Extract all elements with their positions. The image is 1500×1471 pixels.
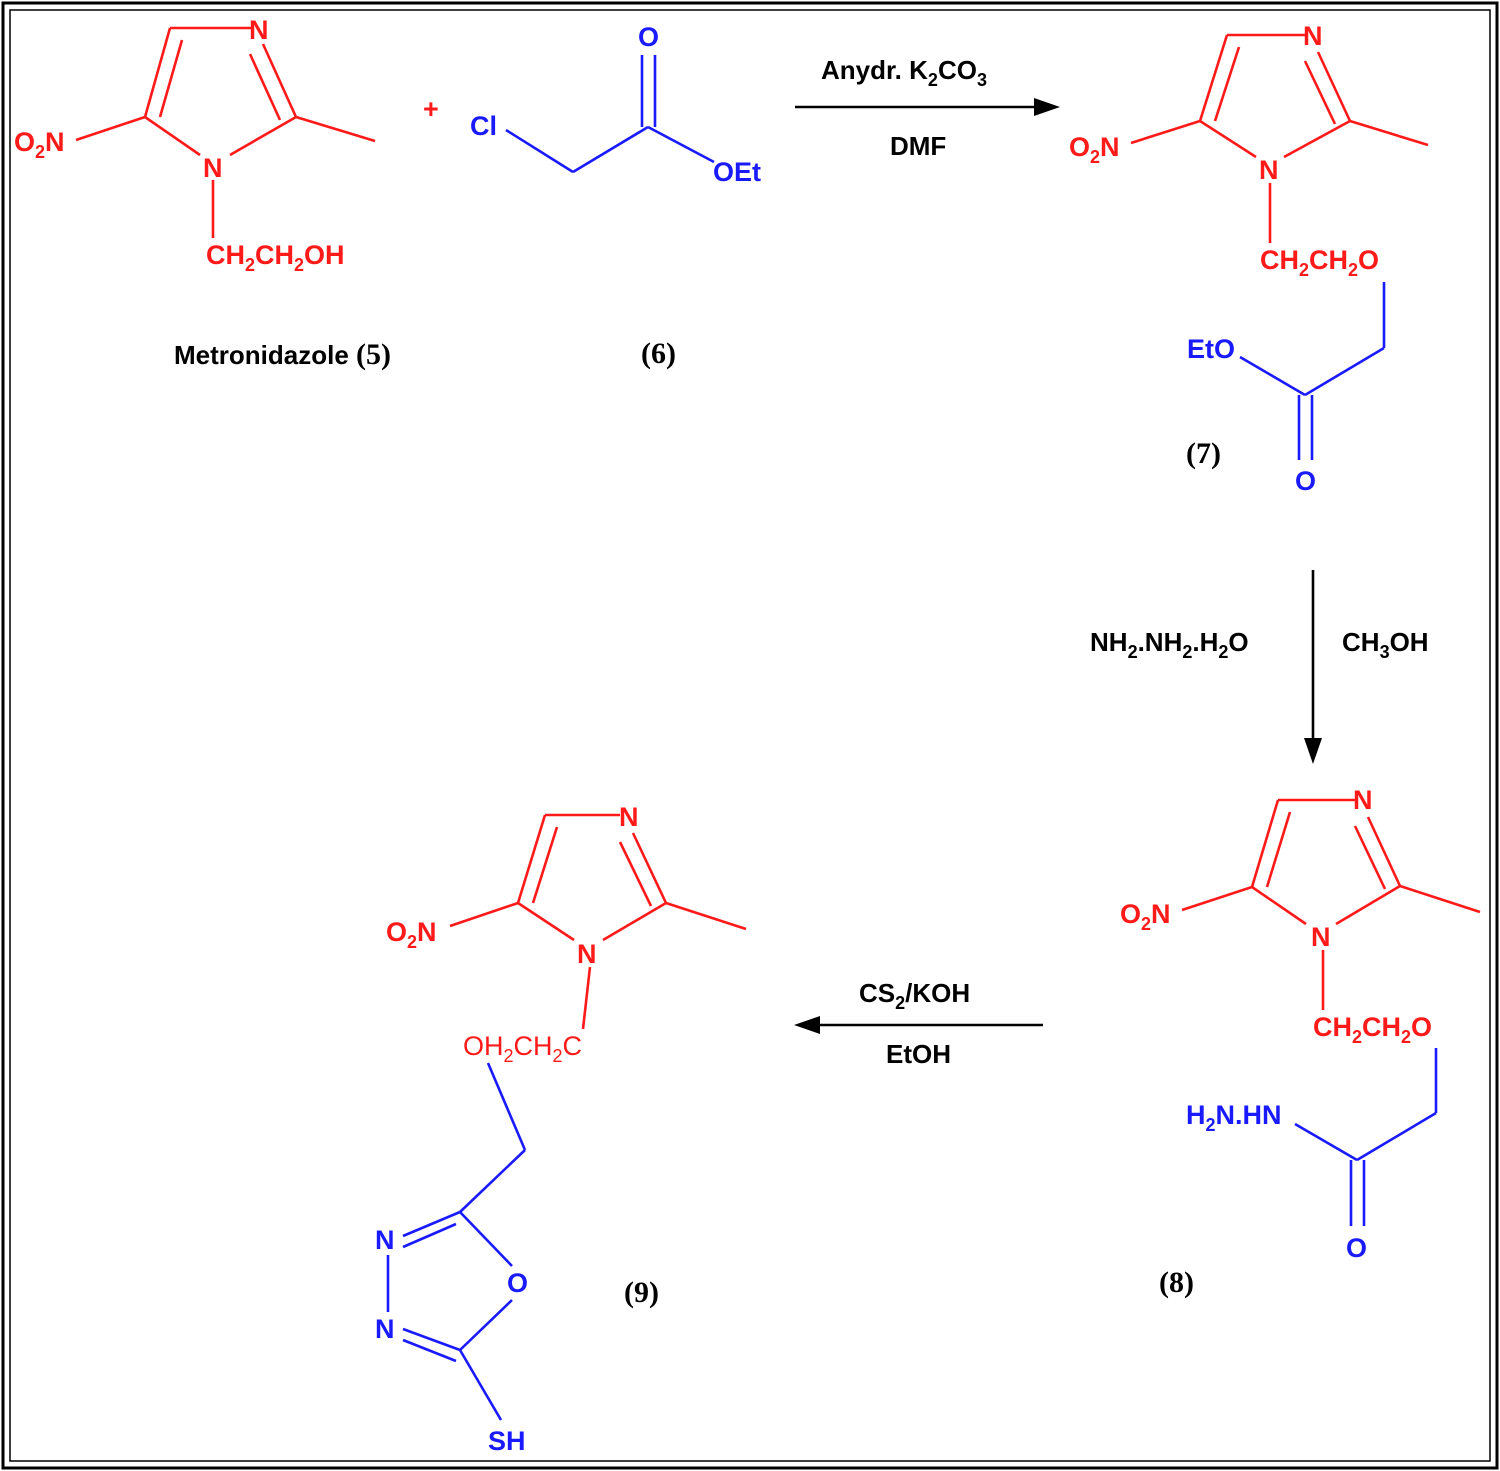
- step1-reagent-above: Anydr. K2CO3: [821, 55, 987, 90]
- c7-ring-n-top: N: [1303, 21, 1323, 51]
- c5-ring-n1: N: [203, 153, 223, 183]
- compound-7-bonds: [1130, 33, 1429, 460]
- c8-number: (8): [1159, 1266, 1194, 1299]
- c7-nitro-group: O2N: [1069, 132, 1120, 167]
- step2-solvent-right: CH3OH: [1342, 627, 1429, 662]
- c9-ring-n-top: N: [619, 802, 639, 832]
- step3-solvent-below: EtOH: [886, 1039, 951, 1069]
- reaction-step-1: Anydr. K2CO3 DMF: [795, 55, 1060, 161]
- compound-7: N N O2N CH2CH2O EtO O (7): [1069, 21, 1429, 496]
- arrowhead-left: [794, 1016, 820, 1034]
- step3-reagent-above: CS2/KOH: [859, 978, 970, 1013]
- arrowhead-right: [1034, 98, 1060, 116]
- compound-6-bonds: [505, 55, 715, 174]
- c5-caption: Metronidazole (5): [174, 338, 391, 371]
- c5-hydroxyethyl-chain: CH2CH2OH: [206, 240, 345, 275]
- compound-8: N N O2N CH2CH2O H2N.HN O (8): [1120, 785, 1481, 1299]
- inner-frame: [9, 9, 1491, 1462]
- step2-reagent-left: NH2.NH2.H2O: [1090, 627, 1249, 662]
- c8-ethoxy-chain: CH2CH2O: [1313, 1012, 1432, 1047]
- c7-ring-n1: N: [1259, 155, 1279, 185]
- arrowhead-down: [1304, 738, 1322, 764]
- step1-solvent-below: DMF: [890, 131, 946, 161]
- reaction-step-2: NH2.NH2.H2O CH3OH: [1090, 570, 1429, 764]
- c9-oxyethyl-chain: OH2CH2C: [463, 1031, 582, 1066]
- c9-thiol: SH: [488, 1426, 526, 1456]
- compound-8-bonds: [1181, 798, 1481, 1226]
- compound-5-bonds: [75, 26, 376, 238]
- c6-number: (6): [641, 337, 676, 370]
- c6-carbonyl-o: O: [638, 22, 659, 52]
- c9-nitro-group: O2N: [386, 917, 437, 952]
- c8-nitro-group: O2N: [1120, 899, 1171, 934]
- c9-ring-n1: N: [577, 939, 597, 969]
- c9-oxadiazole-n3: N: [375, 1225, 395, 1255]
- compound-9-bonds: [386, 813, 747, 1421]
- c5-ring-n-top: N: [249, 15, 269, 45]
- compound-5: N N O2N CH2CH2OH Metronidazole (5): [14, 15, 391, 371]
- c7-ester-eto: EtO: [1187, 334, 1235, 364]
- compound-9: N N O2N OH2CH2C N N O SH (9): [375, 802, 747, 1456]
- c9-oxadiazole-n4: N: [375, 1314, 395, 1344]
- compound-6: O Cl OEt (6): [470, 22, 761, 370]
- c7-number: (7): [1186, 437, 1221, 470]
- c8-ring-n1: N: [1311, 922, 1331, 952]
- c8-carbonyl-o: O: [1346, 1233, 1367, 1263]
- c9-number: (9): [624, 1276, 659, 1309]
- c7-carbonyl-o: O: [1295, 466, 1316, 496]
- plus-sign: +: [423, 94, 439, 124]
- c8-hydrazide-group: H2N.HN: [1186, 1100, 1282, 1135]
- c9-oxadiazole-o: O: [507, 1268, 528, 1298]
- c7-ethoxy-chain: CH2CH2O: [1260, 245, 1379, 280]
- c6-chlorine: Cl: [470, 111, 497, 141]
- c6-ethoxy: OEt: [713, 157, 761, 187]
- c5-nitro-group: O2N: [14, 127, 65, 162]
- c8-ring-n-top: N: [1353, 785, 1373, 815]
- reaction-step-3: CS2/KOH EtOH: [794, 978, 1043, 1069]
